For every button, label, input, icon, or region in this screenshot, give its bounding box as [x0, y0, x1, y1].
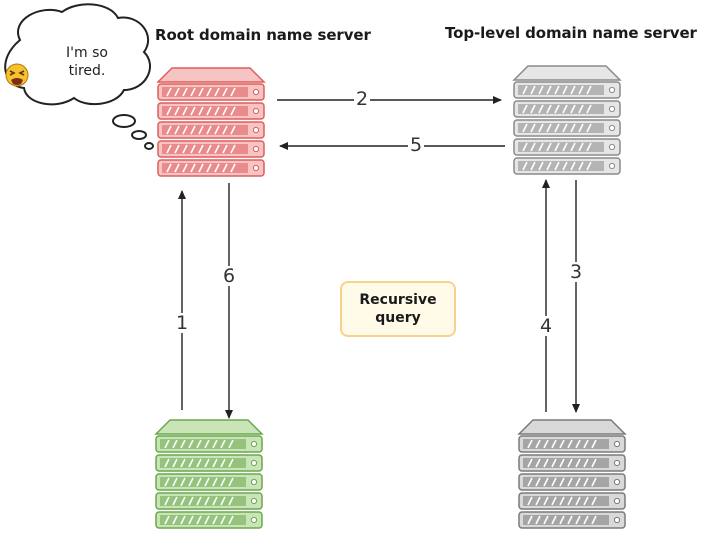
- server-unit: [513, 100, 621, 118]
- server-unit: [513, 81, 621, 99]
- step-label-5: 5: [408, 134, 425, 156]
- root-server-icon: [156, 67, 266, 177]
- root-server-title: Root domain name server: [155, 26, 371, 44]
- thought-line-1: I'm so: [66, 45, 108, 61]
- server-unit: [157, 159, 265, 177]
- server-unit: [518, 473, 626, 491]
- step-label-4: 4: [538, 315, 555, 337]
- tld-server-title: Top-level domain name server: [445, 24, 697, 42]
- step-label-3: 3: [568, 261, 585, 283]
- server-unit: [518, 492, 626, 510]
- badge-line-1: Recursive: [359, 292, 437, 308]
- server-unit: [157, 140, 265, 158]
- thought-line-2: tired.: [68, 63, 106, 79]
- tired-face-emoji-icon: [5, 63, 29, 87]
- step-label-6: 6: [221, 265, 238, 287]
- server-unit: [157, 102, 265, 120]
- server-unit: [155, 492, 263, 510]
- server-unit: [513, 138, 621, 156]
- server-unit: [518, 454, 626, 472]
- server-unit: [155, 473, 263, 491]
- server-unit: [513, 157, 621, 175]
- server-unit: [513, 119, 621, 137]
- step-label-2: 2: [354, 88, 371, 110]
- thought-text: I'm so tired.: [42, 44, 132, 80]
- recursive-query-badge: Recursive query: [340, 281, 456, 337]
- server-unit: [155, 511, 263, 529]
- step-label-1: 1: [174, 312, 191, 334]
- server-unit: [157, 121, 265, 139]
- server-unit: [155, 454, 263, 472]
- badge-line-2: query: [375, 310, 421, 326]
- authoritative-server-icon: [517, 419, 627, 529]
- tld-server-icon: [512, 65, 622, 175]
- local-server-icon: [154, 419, 264, 529]
- server-unit: [155, 435, 263, 453]
- server-unit: [518, 435, 626, 453]
- thought-bubble: [4, 3, 154, 150]
- server-unit: [157, 83, 265, 101]
- server-unit: [518, 511, 626, 529]
